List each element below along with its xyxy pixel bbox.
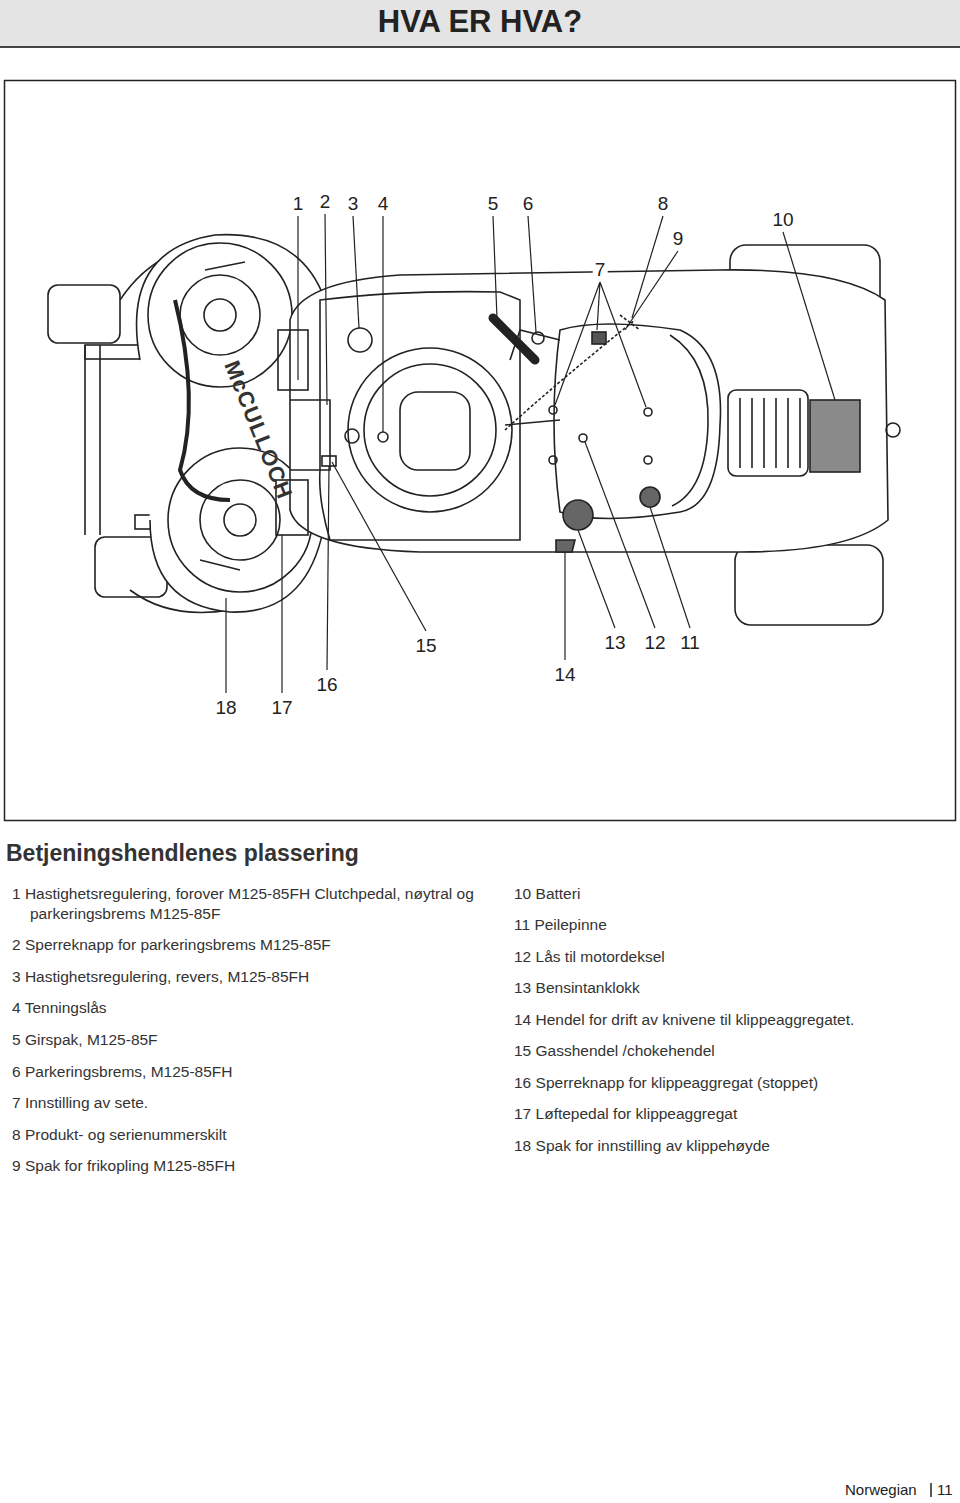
callout-number: 3	[346, 193, 361, 214]
callout-number: 14	[552, 664, 577, 685]
legend-item: 6 Parkeringsbrems, M125-85FH	[12, 1062, 480, 1082]
callout-number: 4	[376, 193, 391, 214]
callout-number: 15	[413, 635, 438, 656]
callout-number: 1	[291, 193, 306, 214]
legend-item: 18 Spak for innstilling av klippehøyde	[514, 1136, 960, 1156]
legend-item: 17 Løftepedal for klippeaggregat	[514, 1104, 960, 1124]
callout-number: 10	[770, 209, 795, 230]
legend-item: 10 Batteri	[514, 884, 960, 904]
legend-item: 2 Sperreknapp for parkeringsbrems M125-8…	[12, 935, 480, 955]
page-number: 11	[937, 1481, 953, 1498]
leader-lines	[226, 214, 835, 693]
section-heading: Betjeningshendlenes plassering	[6, 840, 359, 867]
callout-number: 5	[486, 193, 501, 214]
footer-rule	[930, 1483, 932, 1497]
legend-item: 1 Hastighetsregulering, forover M125-85F…	[12, 884, 480, 924]
figure-frame	[5, 81, 956, 821]
legend-item: 8 Produkt- og serienummerskilt	[12, 1125, 480, 1145]
legend-item: 4 Tenningslås	[12, 998, 480, 1018]
callout-number: 8	[656, 193, 671, 214]
callout-number: 12	[642, 632, 667, 653]
callout-number: 11	[678, 632, 702, 653]
legend-item: 9 Spak for frikopling M125-85FH	[12, 1156, 480, 1176]
page-title: HVA ER HVA?	[0, 4, 960, 40]
callout-number: 6	[521, 193, 536, 214]
legend-item: 16 Sperreknapp for klippeaggregat (stopp…	[514, 1073, 960, 1093]
legend-item: 15 Gasshendel /chokehendel	[514, 1041, 960, 1061]
title-rule	[0, 46, 960, 48]
callout-number: 9	[671, 228, 686, 249]
callout-number: 17	[269, 697, 294, 718]
legend-item: 7 Innstilling av sete.	[12, 1093, 480, 1113]
legend-item: 3 Hastighetsregulering, revers, M125-85F…	[12, 967, 480, 987]
callout-number: 2	[318, 191, 333, 212]
title-band	[0, 0, 960, 46]
tractor-drawing	[48, 235, 900, 625]
callout-number: 7	[593, 259, 608, 280]
callout-number: 13	[602, 632, 627, 653]
legend-item: 12 Lås til motordeksel	[514, 947, 960, 967]
footer-language: Norwegian	[845, 1481, 917, 1498]
legend-item: 13 Bensintanklokk	[514, 978, 960, 998]
callout-number: 18	[213, 697, 238, 718]
legend-item: 14 Hendel for drift av knivene til klipp…	[514, 1010, 960, 1030]
callout-number: 16	[314, 674, 339, 695]
legend-item: 11 Peilepinne	[514, 915, 960, 935]
legend-item: 5 Girspak, M125-85F	[12, 1030, 480, 1050]
